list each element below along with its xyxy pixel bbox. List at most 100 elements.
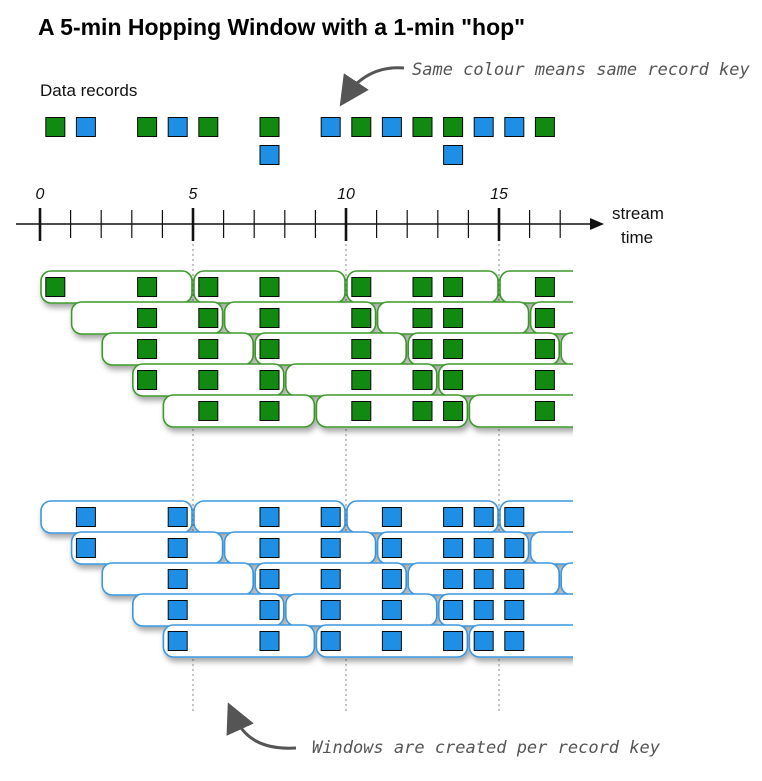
windowed-record-blue — [320, 600, 341, 620]
windowed-record-green — [198, 339, 219, 359]
axis-tick-label: 0 — [36, 186, 45, 203]
windowed-record-blue — [167, 538, 188, 558]
windowed-record-blue — [504, 600, 525, 620]
windowed-record-blue — [443, 569, 464, 589]
windowed-record-green — [259, 401, 280, 421]
windowed-record-blue — [320, 631, 341, 651]
windowed-record-blue — [381, 631, 402, 651]
windowed-record-green — [259, 308, 280, 328]
windowed-record-blue — [259, 538, 280, 558]
windowed-record-blue — [259, 507, 280, 527]
data-records-label: Data records — [40, 81, 138, 100]
windows-annotation: Windows are created per record key — [312, 738, 660, 758]
stream-time-axis: 0 5 10 15 — [16, 186, 604, 241]
axis-arrowhead — [590, 218, 604, 230]
windowed-record-blue — [443, 600, 464, 620]
windowed-record-blue — [381, 600, 402, 620]
windowed-record-green — [412, 339, 433, 359]
record-blue — [443, 145, 464, 165]
record-blue — [167, 117, 188, 137]
windowed-record-blue — [473, 507, 494, 527]
record-blue — [75, 117, 96, 137]
windowed-record-green — [137, 277, 158, 297]
windowed-record-blue — [504, 631, 525, 651]
key-annotation: Same colour means same record key — [412, 60, 750, 80]
record-blue — [381, 117, 402, 137]
windowed-record-blue — [443, 538, 464, 558]
window-16-21 — [529, 531, 573, 565]
windowed-record-green — [45, 277, 66, 297]
windowed-record-green — [534, 339, 555, 359]
windowed-record-green — [534, 370, 555, 390]
record-green — [198, 117, 219, 137]
windowed-record-green — [351, 277, 372, 297]
windowed-record-blue — [320, 569, 341, 589]
windowed-record-green — [412, 370, 433, 390]
windowed-record-green — [534, 277, 555, 297]
windowed-record-green — [198, 308, 219, 328]
windowed-record-green — [443, 339, 464, 359]
green-key-windows — [40, 270, 573, 428]
record-green — [351, 117, 372, 137]
record-green — [45, 117, 66, 137]
windowed-record-blue — [504, 569, 525, 589]
windowed-record-green — [412, 277, 433, 297]
windowed-record-blue — [75, 507, 96, 527]
record-blue — [259, 145, 280, 165]
windowed-record-green — [351, 370, 372, 390]
data-records — [45, 117, 555, 165]
windowed-record-green — [351, 339, 372, 359]
windowed-record-green — [351, 401, 372, 421]
windowed-record-green — [198, 370, 219, 390]
windowed-record-green — [412, 308, 433, 328]
windowed-record-blue — [443, 507, 464, 527]
windowed-record-green — [259, 370, 280, 390]
windowed-record-blue — [504, 538, 525, 558]
axis-tick-label: 15 — [490, 186, 508, 203]
windowed-record-green — [351, 308, 372, 328]
windowed-record-blue — [320, 538, 341, 558]
windowed-record-green — [198, 401, 219, 421]
windowed-record-green — [137, 370, 158, 390]
record-green — [412, 117, 433, 137]
windowed-record-green — [443, 277, 464, 297]
windows-annotation-arrow — [226, 702, 297, 750]
window-4-9 — [162, 394, 316, 428]
axis-tick-label: 5 — [189, 186, 198, 203]
windowed-record-green — [259, 339, 280, 359]
window-6-11 — [223, 531, 377, 565]
window-2-7 — [101, 332, 254, 366]
record-blue — [473, 117, 494, 137]
windowed-record-blue — [381, 507, 402, 527]
windowed-record-green — [534, 308, 555, 328]
window-17-22 — [560, 332, 573, 366]
windowed-record-blue — [167, 507, 188, 527]
windowed-record-blue — [504, 507, 525, 527]
windowed-record-green — [443, 401, 464, 421]
window-8-13 — [284, 593, 438, 627]
window-17-22 — [560, 562, 573, 596]
record-green — [137, 117, 158, 137]
windowed-record-blue — [473, 538, 494, 558]
axis-tick-label: 10 — [337, 186, 355, 203]
windowed-record-green — [443, 308, 464, 328]
windowed-record-blue — [259, 600, 280, 620]
windowed-record-blue — [167, 600, 188, 620]
record-green — [259, 117, 280, 137]
diagram-title: A 5-min Hopping Window with a 1-min "hop… — [38, 14, 526, 40]
windowed-record-green — [412, 401, 433, 421]
record-blue — [504, 117, 525, 137]
axis-label-time: time — [621, 228, 654, 247]
windowed-record-green — [137, 339, 158, 359]
windowed-record-green — [198, 277, 219, 297]
windowed-record-green — [259, 277, 280, 297]
record-green — [534, 117, 555, 137]
windowed-record-blue — [259, 569, 280, 589]
windowed-record-blue — [75, 538, 96, 558]
windowed-record-blue — [167, 569, 188, 589]
key-annotation-arrow — [339, 66, 405, 107]
blue-key-windows — [40, 500, 573, 658]
windowed-record-blue — [259, 631, 280, 651]
windowed-record-blue — [473, 631, 494, 651]
